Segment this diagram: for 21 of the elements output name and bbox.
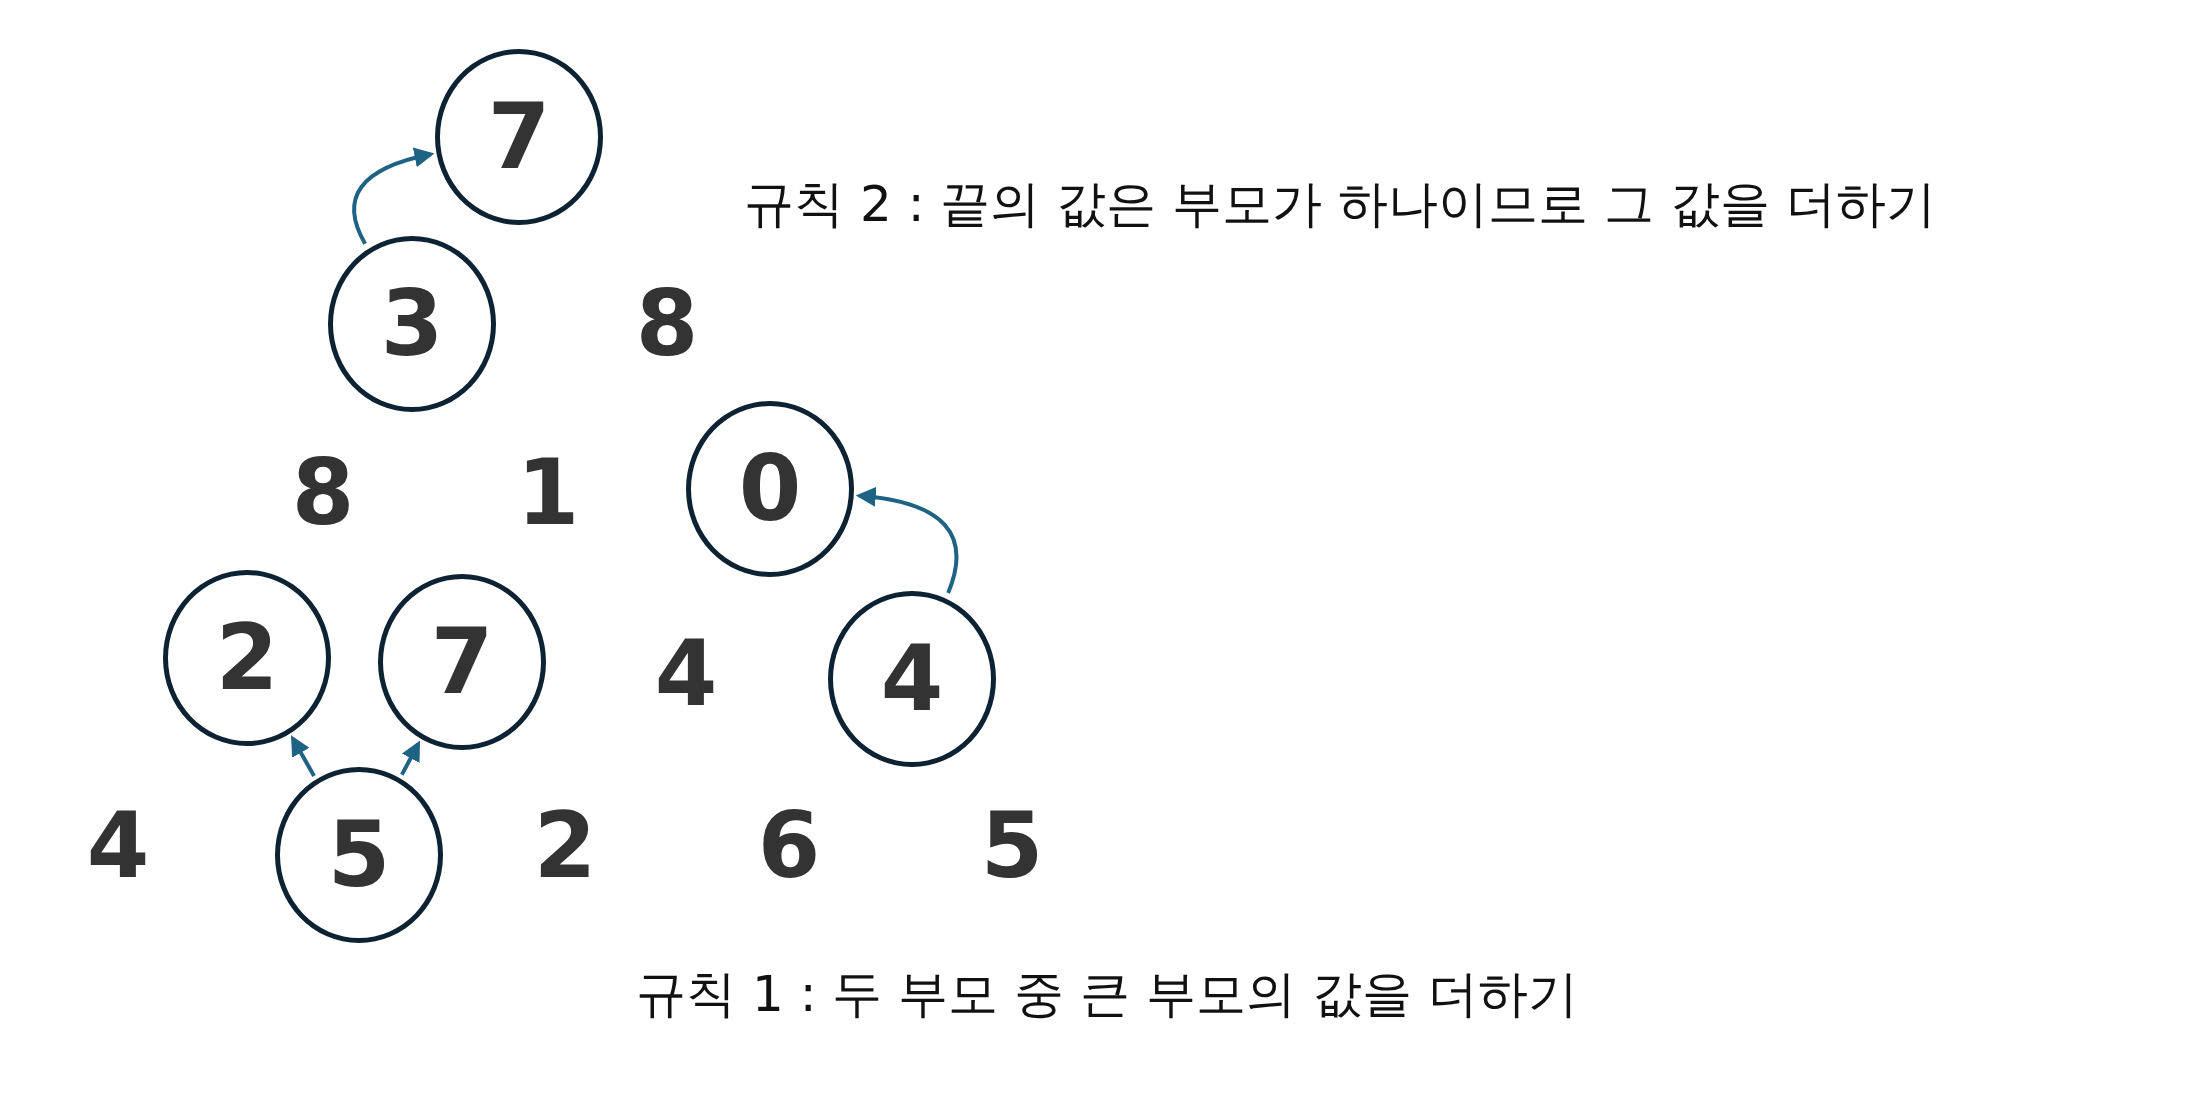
number-circle: 3 [328, 236, 496, 412]
rule-text: 규칙 2 : 끝의 값은 부모가 하나이므로 그 값을 더하기 [744, 173, 1936, 235]
rule-text: 규칙 1 : 두 부모 중 큰 부모의 값을 더하기 [636, 963, 1578, 1025]
number-circle: 7 [378, 574, 546, 750]
number-circle: 0 [686, 401, 854, 577]
number-circle: 5 [275, 767, 443, 943]
arrow [352, 148, 435, 245]
arrow [855, 487, 959, 594]
number: 4 [651, 634, 721, 714]
number: 4 [83, 806, 153, 886]
number: 5 [977, 806, 1047, 886]
number: 2 [530, 806, 600, 886]
number-circle: 4 [828, 591, 996, 767]
arrow [290, 735, 316, 777]
number: 6 [754, 806, 824, 886]
number-circle: 2 [163, 570, 331, 746]
number: 8 [632, 284, 702, 364]
arrow [400, 740, 421, 776]
number: 8 [288, 453, 358, 533]
number: 1 [513, 453, 583, 533]
number-circle: 7 [435, 49, 603, 225]
